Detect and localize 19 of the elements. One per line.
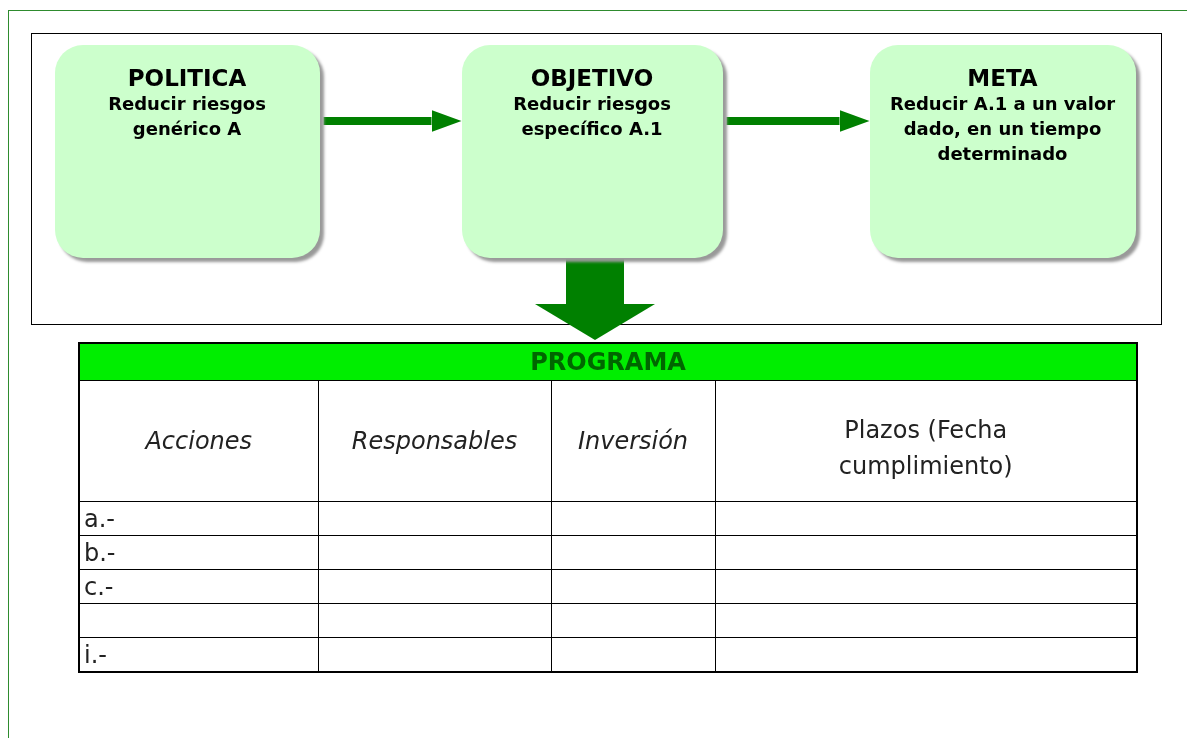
box-text: Reducir riesgos específico A.1 (512, 91, 672, 141)
frame-box (31, 33, 1162, 325)
row-label: a.- (79, 501, 318, 536)
rounded-box (461, 44, 723, 258)
column-header: Acciones (79, 380, 318, 502)
row-label: b.- (79, 535, 318, 570)
row-label: c.- (79, 569, 318, 604)
column-header: Responsables (318, 380, 551, 502)
box-text: Reducir A.1 a un valor dado, en un tiempo determinado (888, 91, 1117, 166)
arrow (535, 257, 655, 340)
rounded-box (869, 44, 1136, 258)
rounded-box (54, 44, 320, 258)
box-title: OBJETIVO (530, 64, 654, 91)
box-text: Reducir riesgos genérico A (107, 91, 267, 141)
box-title: POLITICA (127, 64, 247, 91)
box-title: META (967, 64, 1038, 91)
program-table (78, 342, 1138, 673)
table-title: PROGRAMA (79, 343, 1137, 381)
column-header: Inversión (551, 380, 715, 502)
